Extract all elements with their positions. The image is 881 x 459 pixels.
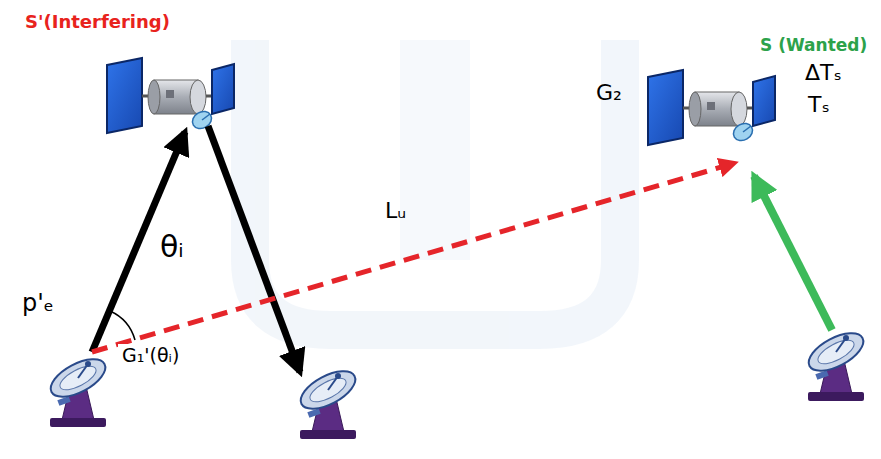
interfering-satellite xyxy=(107,58,234,133)
satellite-title: S'(Interfering) xyxy=(25,12,170,33)
interference-path xyxy=(92,163,735,352)
symbol-label: p'ₑ xyxy=(22,290,54,318)
earth-station xyxy=(803,326,869,401)
earth-station xyxy=(295,364,361,439)
symbol-label: ΔTₛ xyxy=(805,60,842,85)
symbol-label: Lᵤ xyxy=(385,198,406,223)
earth-station xyxy=(45,352,111,427)
uplink-arrow xyxy=(92,132,185,352)
satellite-title: S (Wanted) xyxy=(760,36,867,56)
downlink-arrow xyxy=(208,126,300,372)
watermark xyxy=(250,40,620,330)
symbol-label: G₂ xyxy=(596,80,622,105)
gain-label: G₁'(θᵢ) xyxy=(118,344,183,368)
wanted-uplink-arrow xyxy=(754,176,832,330)
symbol-label: Tₛ xyxy=(808,92,830,117)
wanted-satellite xyxy=(648,70,775,145)
angle-arc xyxy=(110,311,135,340)
angle-label: θᵢ xyxy=(160,230,184,265)
